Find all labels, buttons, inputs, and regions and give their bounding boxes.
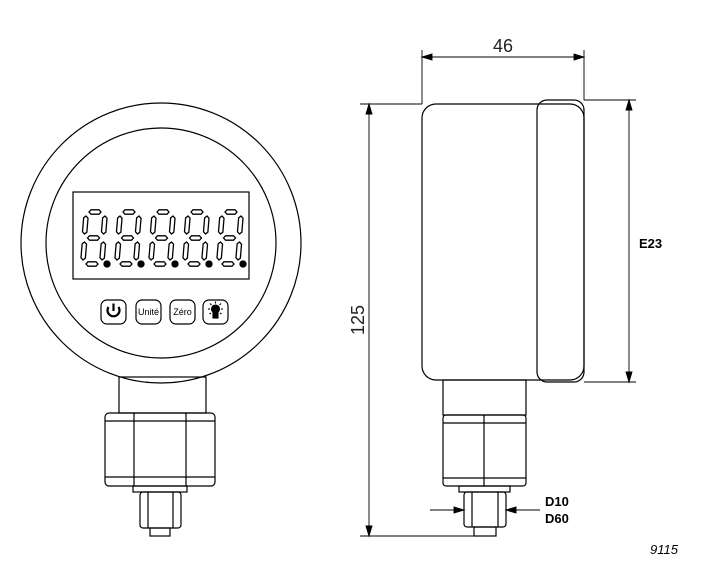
digit-segment [183,215,191,235]
reference-number: 9115 [650,542,679,557]
power-icon [106,303,121,318]
digit-segment [187,261,201,267]
digit-segment [221,261,235,267]
digit-segment [149,215,157,235]
thread-d10-label: D10 [545,494,569,509]
digit-segment [153,261,167,267]
zero-button[interactable] [169,299,196,325]
digit-segment [236,215,244,235]
digit-segment [216,241,224,261]
digit-segment [224,209,238,215]
side-connector-collar [458,485,511,493]
decimal-point [239,260,247,268]
thread-d60-label: D60 [545,511,569,526]
seven-segment-digits [80,209,247,268]
width-dimension-label: 46 [493,36,513,56]
digit-segment [134,215,142,235]
decimal-point [171,260,179,268]
front-connector [139,491,182,529]
decimal-point [137,260,145,268]
digit-segment [201,241,209,261]
digit-segment [122,209,136,215]
decimal-point [103,260,111,268]
side-view [421,99,585,537]
digit-segment [235,241,243,261]
digit-segment [182,241,190,261]
digit-segment [114,241,122,261]
digit-segment [80,241,88,261]
front-connector-collar [132,485,188,493]
digit-segment [222,235,237,241]
digit-segment [86,235,101,241]
digit-segment [100,215,108,235]
decimal-point [205,260,213,268]
digit-segment [202,215,210,235]
lcd-display [72,191,250,280]
unit-button-label: Unité [138,307,159,317]
digit-segment [190,209,204,215]
digit-segment [154,235,169,241]
zero-button-label: Zéro [173,307,192,317]
digit-segment [156,209,170,215]
side-connector-tip [473,526,497,537]
digit-segment [115,215,123,235]
digit-segment [168,215,176,235]
front-connector-tip [149,527,171,537]
digit-segment [88,209,102,215]
digit-segment [85,261,99,267]
outer-bezel [20,102,302,384]
digit-segment [99,241,107,261]
thread-e23-label: E23 [639,236,662,251]
digit-segment [148,241,156,261]
inner-face [45,127,277,359]
side-connector [463,491,507,528]
power-button[interactable] [100,299,127,325]
digit-segment [81,215,89,235]
side-stem [442,379,527,416]
dimension-lines [360,50,636,538]
height-dimension-label: 125 [348,305,368,335]
digit-segment [217,215,225,235]
unit-button[interactable] [135,299,162,325]
backlight-icon [208,301,223,319]
front-hex-nut [104,412,216,487]
digit-segment [167,241,175,261]
digit-segment [133,241,141,261]
side-case [421,103,585,381]
backlight-button[interactable] [202,299,229,325]
digit-segment [188,235,203,241]
digit-segment [119,261,133,267]
digit-segment [120,235,135,241]
side-bezel [536,99,585,383]
front-view [20,102,302,537]
